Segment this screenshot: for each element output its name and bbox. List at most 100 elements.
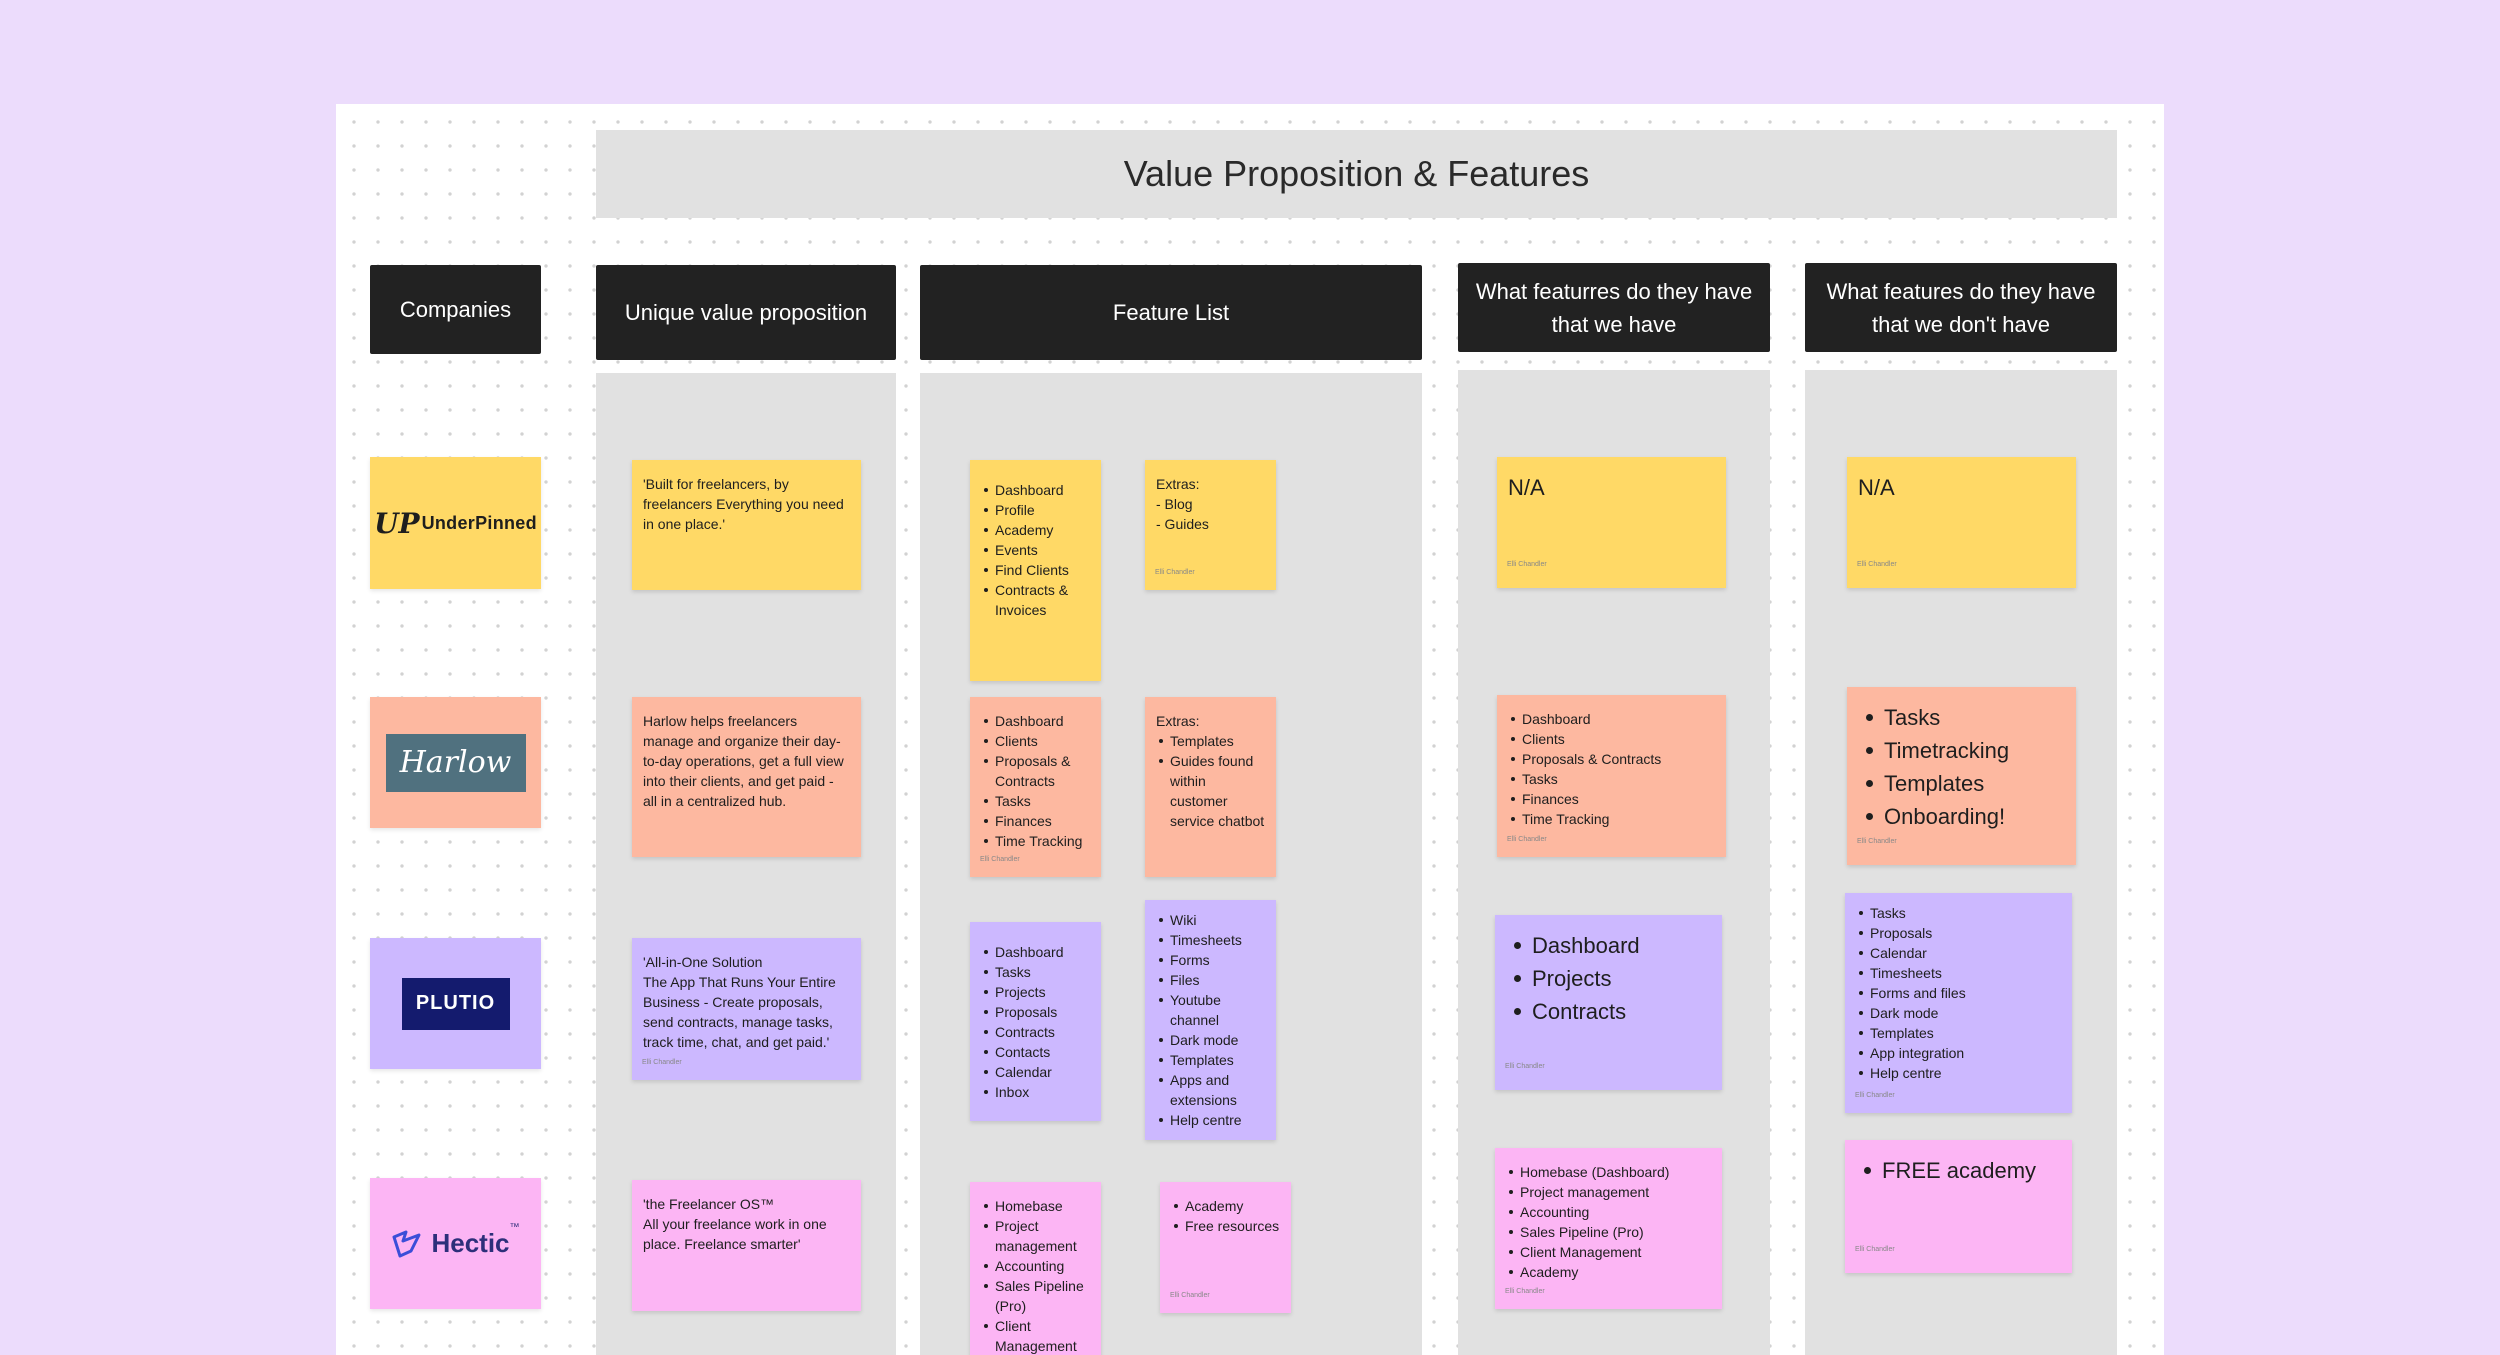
dont-have-item: Help centre: [1856, 1063, 2061, 1083]
feature-item: Time Tracking: [981, 831, 1090, 851]
dont-have-item: Timetracking: [1858, 734, 2065, 767]
uvp-note-plutio[interactable]: 'All-in-One Solution The App That Runs Y…: [632, 938, 861, 1080]
have-item: Clients: [1508, 729, 1715, 749]
hectic-logo-text: Hectic: [431, 1228, 510, 1258]
board-title: Value Proposition & Features: [596, 130, 2117, 218]
plutio-logo-card[interactable]: PLUTIO: [370, 938, 541, 1069]
dont-have-note-hectic[interactable]: FREE academy Elli Chandler: [1845, 1140, 2072, 1273]
header-features-we-have[interactable]: What featurres do they have that we have: [1458, 263, 1770, 352]
have-item: Proposals & Contracts: [1508, 749, 1715, 769]
dont-have-item: Dark mode: [1856, 1003, 2061, 1023]
feature-item: Tasks: [981, 791, 1090, 811]
dont-have-item: Calendar: [1856, 943, 2061, 963]
have-note-plutio[interactable]: Dashboard Projects Contracts Elli Chandl…: [1495, 915, 1722, 1090]
have-item: Homebase (Dashboard): [1506, 1162, 1711, 1182]
feature-item: Proposals: [981, 1002, 1090, 1022]
hectic-logo-tm: ™: [509, 1222, 520, 1233]
feature-item: Inbox: [981, 1082, 1090, 1102]
extras-item: - Blog: [1156, 496, 1193, 512]
underpinned-logo-text: UnderPinned: [421, 512, 537, 533]
uvp-note-harlow[interactable]: Harlow helps freelancers manage and orga…: [632, 697, 861, 857]
feature-item: Academy: [981, 520, 1090, 540]
dont-have-item: Templates: [1858, 767, 2065, 800]
have-item: Projects: [1506, 962, 1711, 995]
dont-have-item: Proposals: [1856, 923, 2061, 943]
header-uvp[interactable]: Unique value proposition: [596, 265, 896, 360]
features-extras-note-plutio[interactable]: Wiki Timesheets Forms Files Youtube chan…: [1145, 900, 1276, 1140]
have-item: Project management: [1506, 1182, 1711, 1202]
features-note-plutio[interactable]: Dashboard Tasks Projects Proposals Contr…: [970, 922, 1101, 1121]
feature-item: Contacts: [981, 1042, 1090, 1062]
feature-item: Profile: [981, 500, 1090, 520]
feature-item: Proposals & Contracts: [981, 751, 1090, 791]
note-author: Elli Chandler: [980, 856, 1020, 863]
hectic-logo-card[interactable]: Hectic ™: [370, 1178, 541, 1309]
have-note-harlow[interactable]: Dashboard Clients Proposals & Contracts …: [1497, 695, 1726, 857]
note-author: Elli Chandler: [1855, 1246, 1895, 1253]
features-note-hectic[interactable]: Homebase Project management Accounting S…: [970, 1182, 1101, 1355]
feature-item: Contracts & Invoices: [981, 580, 1090, 620]
feature-item: Dashboard: [981, 480, 1090, 500]
extras-item: Apps and extensions: [1156, 1070, 1265, 1110]
extras-item: Guides found within customer service cha…: [1156, 751, 1265, 831]
underpinned-logo-card[interactable]: UP UnderPinned: [370, 457, 541, 589]
note-text: 'All-in-One Solution The App That Runs Y…: [643, 954, 836, 1050]
underpinned-logo-mark: UP: [374, 506, 420, 540]
header-features-we-dont-have[interactable]: What features do they have that we don't…: [1805, 263, 2117, 352]
feature-item: Client Management: [981, 1316, 1090, 1355]
feature-item: Accounting: [981, 1256, 1090, 1276]
have-item: Dashboard: [1506, 929, 1711, 962]
have-item: Client Management: [1506, 1242, 1711, 1262]
note-author: Elli Chandler: [1507, 836, 1547, 843]
note-author: Elli Chandler: [1857, 561, 1897, 568]
dont-have-item: Onboarding!: [1858, 800, 2065, 833]
hectic-bird-icon: [392, 1230, 421, 1257]
extras-item: Youtube channel: [1156, 990, 1265, 1030]
dont-have-note-plutio[interactable]: Tasks Proposals Calendar Timesheets Form…: [1845, 893, 2072, 1113]
dont-have-note-underpinned[interactable]: N/A Elli Chandler: [1847, 457, 2076, 588]
feature-item: Events: [981, 540, 1090, 560]
extras-item: Wiki: [1156, 910, 1265, 930]
dont-have-note-harlow[interactable]: Tasks Timetracking Templates Onboarding!…: [1847, 687, 2076, 865]
dont-have-item: Forms and files: [1856, 983, 2061, 1003]
extras-item: Free resources: [1171, 1216, 1280, 1236]
header-feature-list[interactable]: Feature List: [920, 265, 1422, 360]
note-text: N/A: [1858, 475, 1895, 500]
feature-item: Tasks: [981, 962, 1090, 982]
feature-item: Clients: [981, 731, 1090, 751]
dont-have-item: FREE academy: [1856, 1154, 2061, 1187]
feature-item: Dashboard: [981, 942, 1090, 962]
extras-item: Files: [1156, 970, 1265, 990]
have-note-hectic[interactable]: Homebase (Dashboard) Project management …: [1495, 1148, 1722, 1309]
harlow-logo-text: Harlow: [399, 745, 512, 780]
uvp-note-hectic[interactable]: 'the Freelancer OS™ All your freelance w…: [632, 1180, 861, 1311]
have-item: Dashboard: [1508, 709, 1715, 729]
have-item: Tasks: [1508, 769, 1715, 789]
features-note-harlow[interactable]: Dashboard Clients Proposals & Contracts …: [970, 697, 1101, 877]
extras-item: Academy: [1171, 1196, 1280, 1216]
have-note-underpinned[interactable]: N/A Elli Chandler: [1497, 457, 1726, 588]
feature-item: Homebase: [981, 1196, 1090, 1216]
extras-item: Help centre: [1156, 1110, 1265, 1130]
harlow-logo-card[interactable]: Harlow: [370, 697, 541, 828]
header-companies[interactable]: Companies: [370, 265, 541, 354]
extras-item: Templates: [1156, 731, 1265, 751]
feature-item: Finances: [981, 811, 1090, 831]
note-author: Elli Chandler: [1505, 1288, 1545, 1295]
note-author: Elli Chandler: [642, 1059, 682, 1066]
features-extras-note-hectic[interactable]: Academy Free resources Elli Chandler: [1160, 1182, 1291, 1313]
note-author: Elli Chandler: [1855, 1092, 1895, 1099]
extras-item: Dark mode: [1156, 1030, 1265, 1050]
feature-item: Dashboard: [981, 711, 1090, 731]
features-extras-note-underpinned[interactable]: Extras: - Blog - Guides Elli Chandler: [1145, 460, 1276, 590]
features-note-underpinned[interactable]: Dashboard Profile Academy Events Find Cl…: [970, 460, 1101, 681]
extras-item: Templates: [1156, 1050, 1265, 1070]
note-author: Elli Chandler: [1155, 569, 1195, 576]
uvp-note-underpinned[interactable]: 'Built for freelancers, by freelancers E…: [632, 460, 861, 590]
features-extras-note-harlow[interactable]: Extras: Templates Guides found within cu…: [1145, 697, 1276, 877]
extras-heading: Extras:: [1156, 476, 1200, 492]
plutio-logo-text: PLUTIO: [415, 992, 496, 1014]
feature-item: Contracts: [981, 1022, 1090, 1042]
note-author: Elli Chandler: [1505, 1063, 1545, 1070]
note-author: Elli Chandler: [1507, 561, 1547, 568]
